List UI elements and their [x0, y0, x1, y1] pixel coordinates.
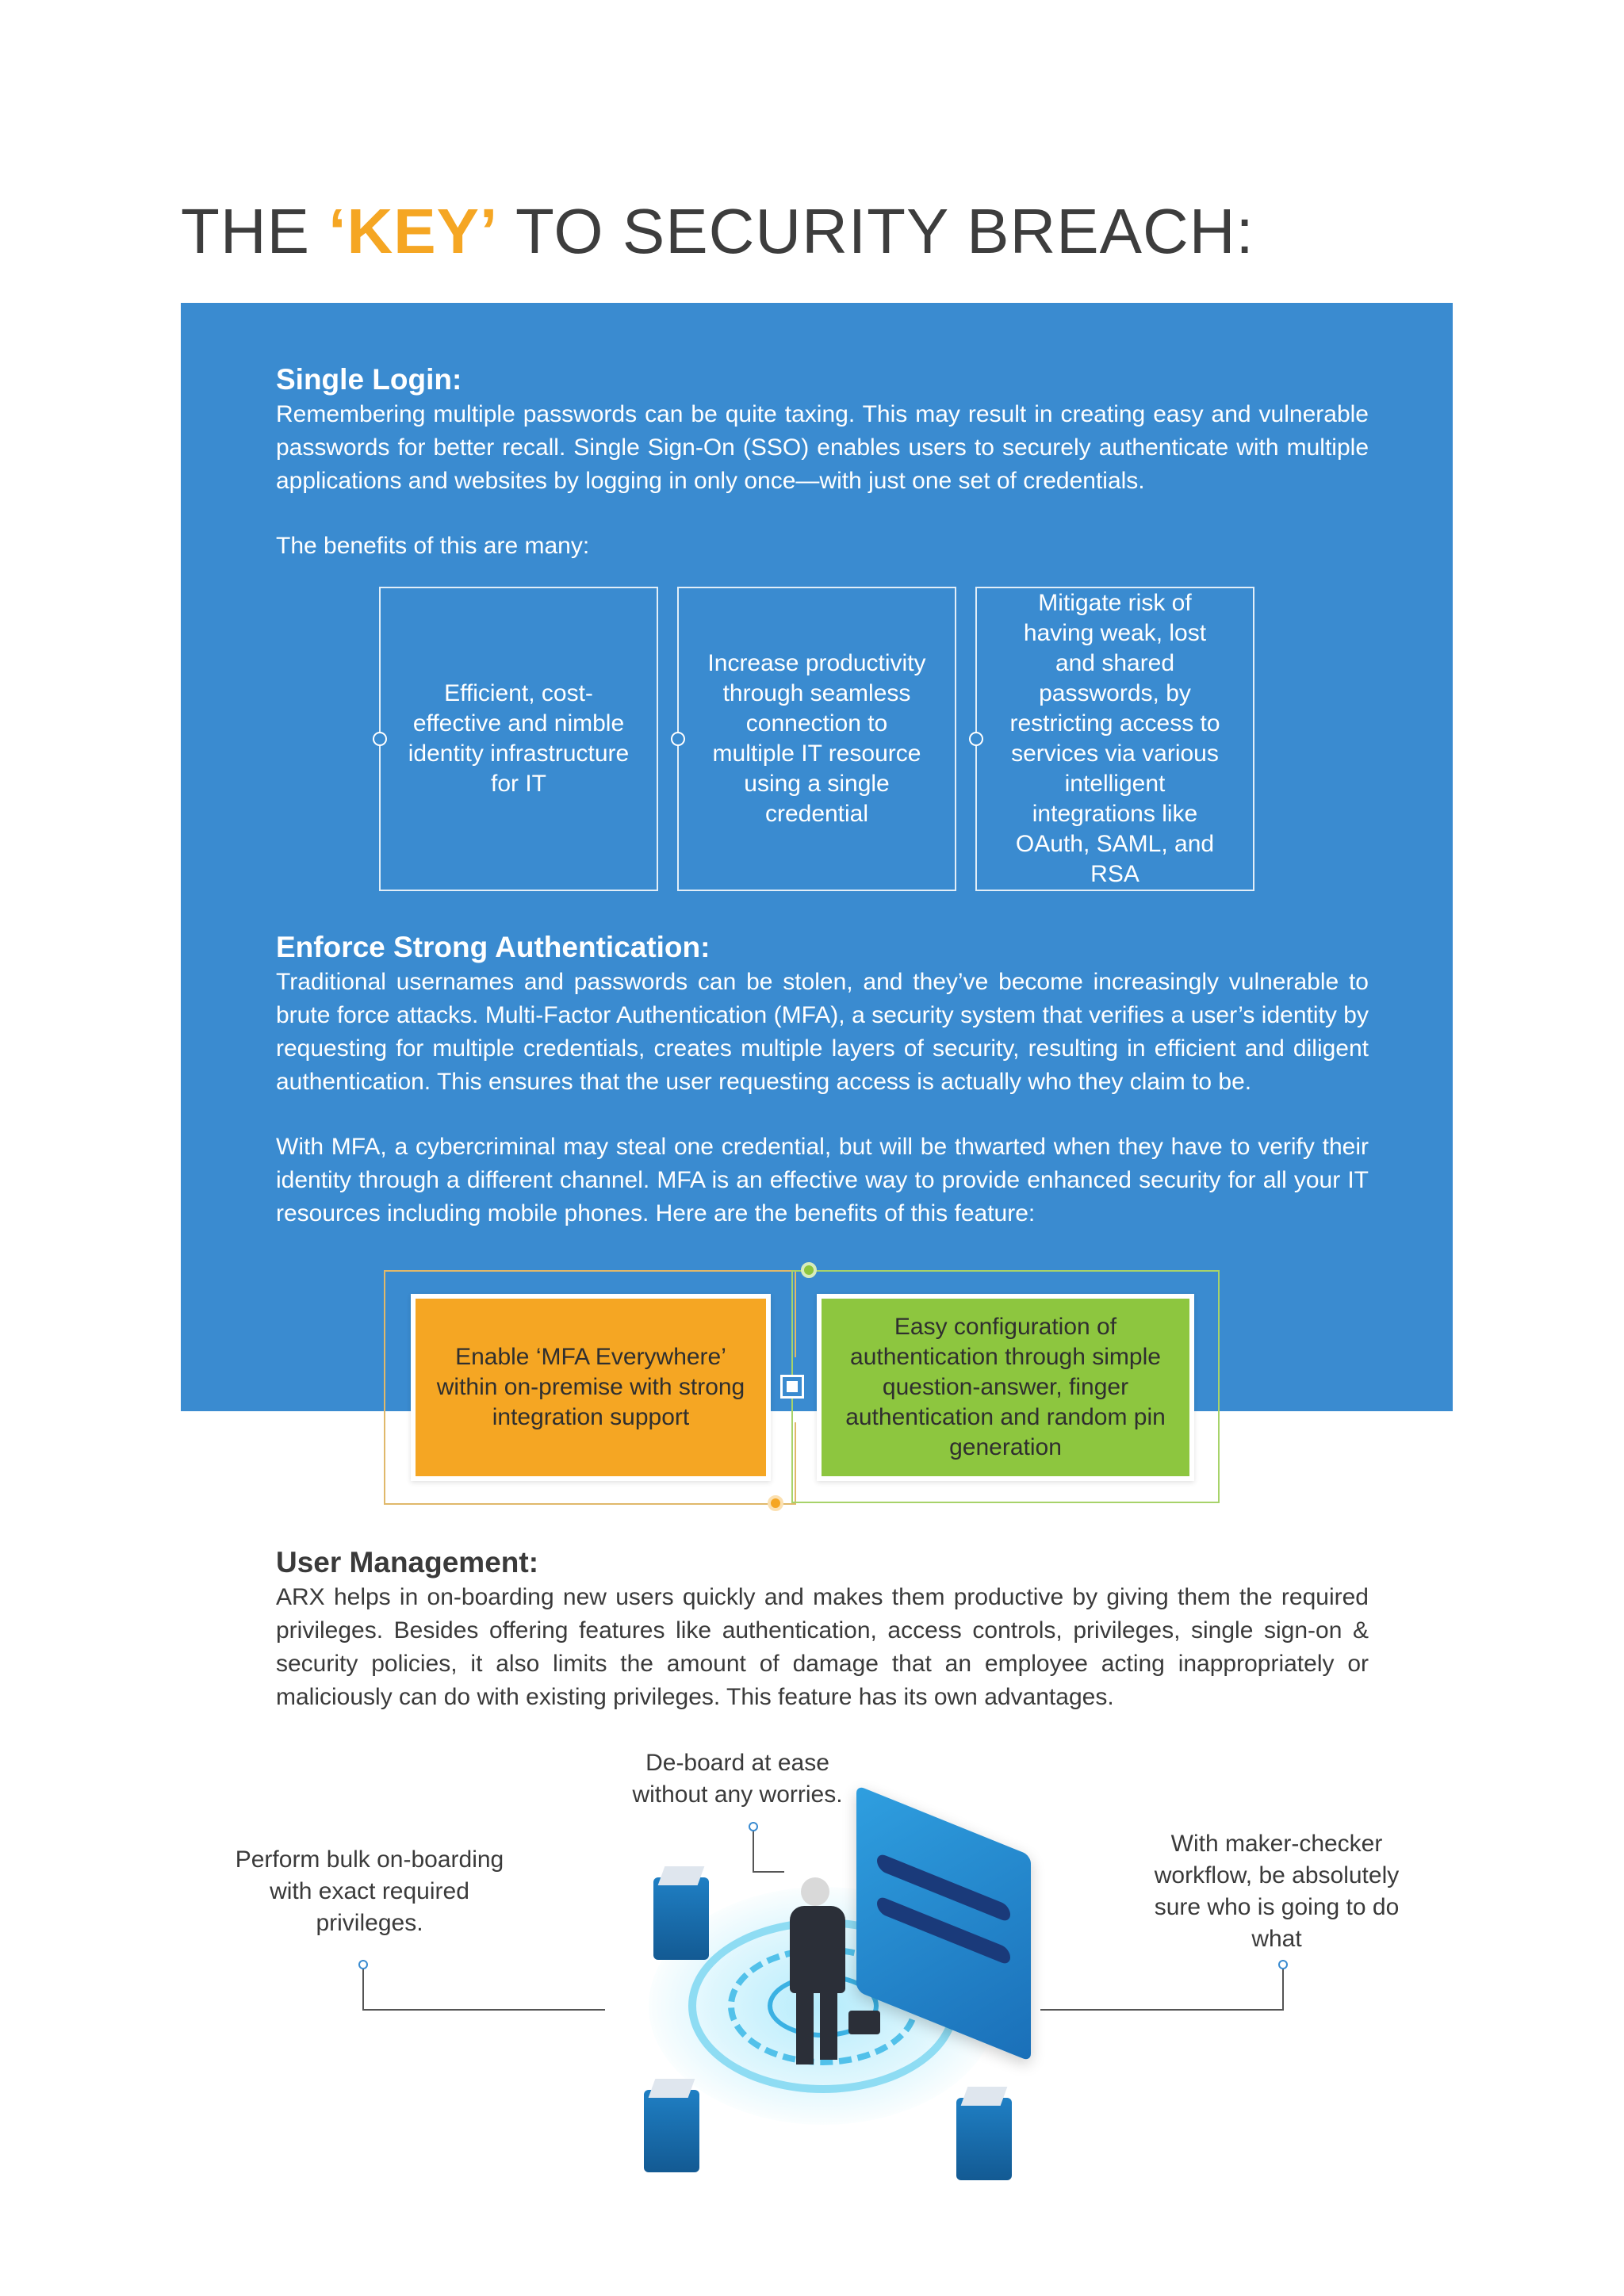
- callout-line: [753, 1871, 784, 1873]
- sso-benefit-box: Mitigate risk of having weak, lost and s…: [969, 587, 1254, 891]
- title-key: ‘KEY’: [328, 196, 499, 266]
- orange-frame-edge: [795, 1422, 796, 1505]
- mfa-everywhere-card: Enable ‘MFA Everywhere’ within on-premis…: [411, 1294, 771, 1481]
- center-square-icon: [780, 1375, 804, 1399]
- server-stack-icon: [644, 2079, 699, 2172]
- callout-pin: [749, 1822, 758, 1831]
- user-management-paragraph: ARX helps in on-boarding new users quick…: [276, 1584, 1369, 1710]
- connector-dot: [969, 732, 983, 746]
- strong-auth-paragraph-1: Traditional usernames and passwords can …: [276, 969, 1369, 1095]
- single-login-paragraph: Remembering multiple passwords can be qu…: [276, 401, 1369, 494]
- callout-line: [362, 1969, 364, 2009]
- connector-dot: [373, 732, 387, 746]
- person-body: [790, 1906, 845, 1993]
- callout-line: [753, 1831, 754, 1871]
- strong-auth-paragraph-2: With MFA, a cybercriminal may steal one …: [276, 1134, 1369, 1226]
- title-pre: THE: [181, 196, 329, 266]
- callout-top-text: De-board at ease without any worries.: [632, 1750, 843, 1808]
- sso-benefit-text: Increase productivity through seamless c…: [707, 650, 926, 827]
- server-stack-icon: [653, 1866, 709, 1960]
- callout-right-text: With maker-checker workflow, be absolute…: [1154, 1831, 1400, 1952]
- mfa-benefit-text: Enable ‘MFA Everywhere’ within on-premis…: [436, 1344, 745, 1430]
- sso-benefit-box: Efficient, cost-effective and nimble ide…: [373, 587, 658, 891]
- sso-benefit-text: Mitigate risk of having weak, lost and s…: [1009, 590, 1220, 887]
- person-head: [801, 1877, 829, 1906]
- sso-benefit-box: Increase productivity through seamless c…: [671, 587, 956, 891]
- easy-config-card: Easy configuration of authentication thr…: [817, 1294, 1194, 1481]
- orange-frame: [384, 1270, 795, 1505]
- title-post: TO SECURITY BREACH:: [498, 196, 1254, 266]
- green-dot: [801, 1262, 817, 1278]
- connector-dot: [671, 732, 685, 746]
- mfa-benefit-text: Easy configuration of authentication thr…: [845, 1314, 1166, 1460]
- blue-panel: [181, 303, 1453, 1411]
- server-stack-icon: [956, 2087, 1012, 2180]
- user-management-heading: User Management:: [276, 1546, 539, 1578]
- callout-line: [1282, 1969, 1284, 2009]
- orange-dot: [768, 1495, 783, 1511]
- sso-benefit-text: Efficient, cost-effective and nimble ide…: [408, 680, 630, 797]
- page-title: THE ‘KEY’ TO SECURITY BREACH:: [181, 195, 1254, 268]
- person-leg: [796, 1992, 814, 2064]
- benefits-intro: The benefits of this are many:: [276, 533, 590, 559]
- callout-line: [1040, 2009, 1284, 2011]
- callout-pin: [358, 1960, 368, 1969]
- orange-frame-edge: [795, 1270, 796, 1357]
- callout-pin: [1278, 1960, 1288, 1969]
- briefcase-icon: [848, 2011, 880, 2034]
- callout-left-text: Perform bulk on-boarding with exact requ…: [235, 1846, 504, 1936]
- single-login-heading: Single Login:: [276, 363, 462, 396]
- callout-line: [362, 2009, 605, 2011]
- person-leg: [820, 1992, 837, 2060]
- strong-auth-heading: Enforce Strong Authentication:: [276, 931, 710, 963]
